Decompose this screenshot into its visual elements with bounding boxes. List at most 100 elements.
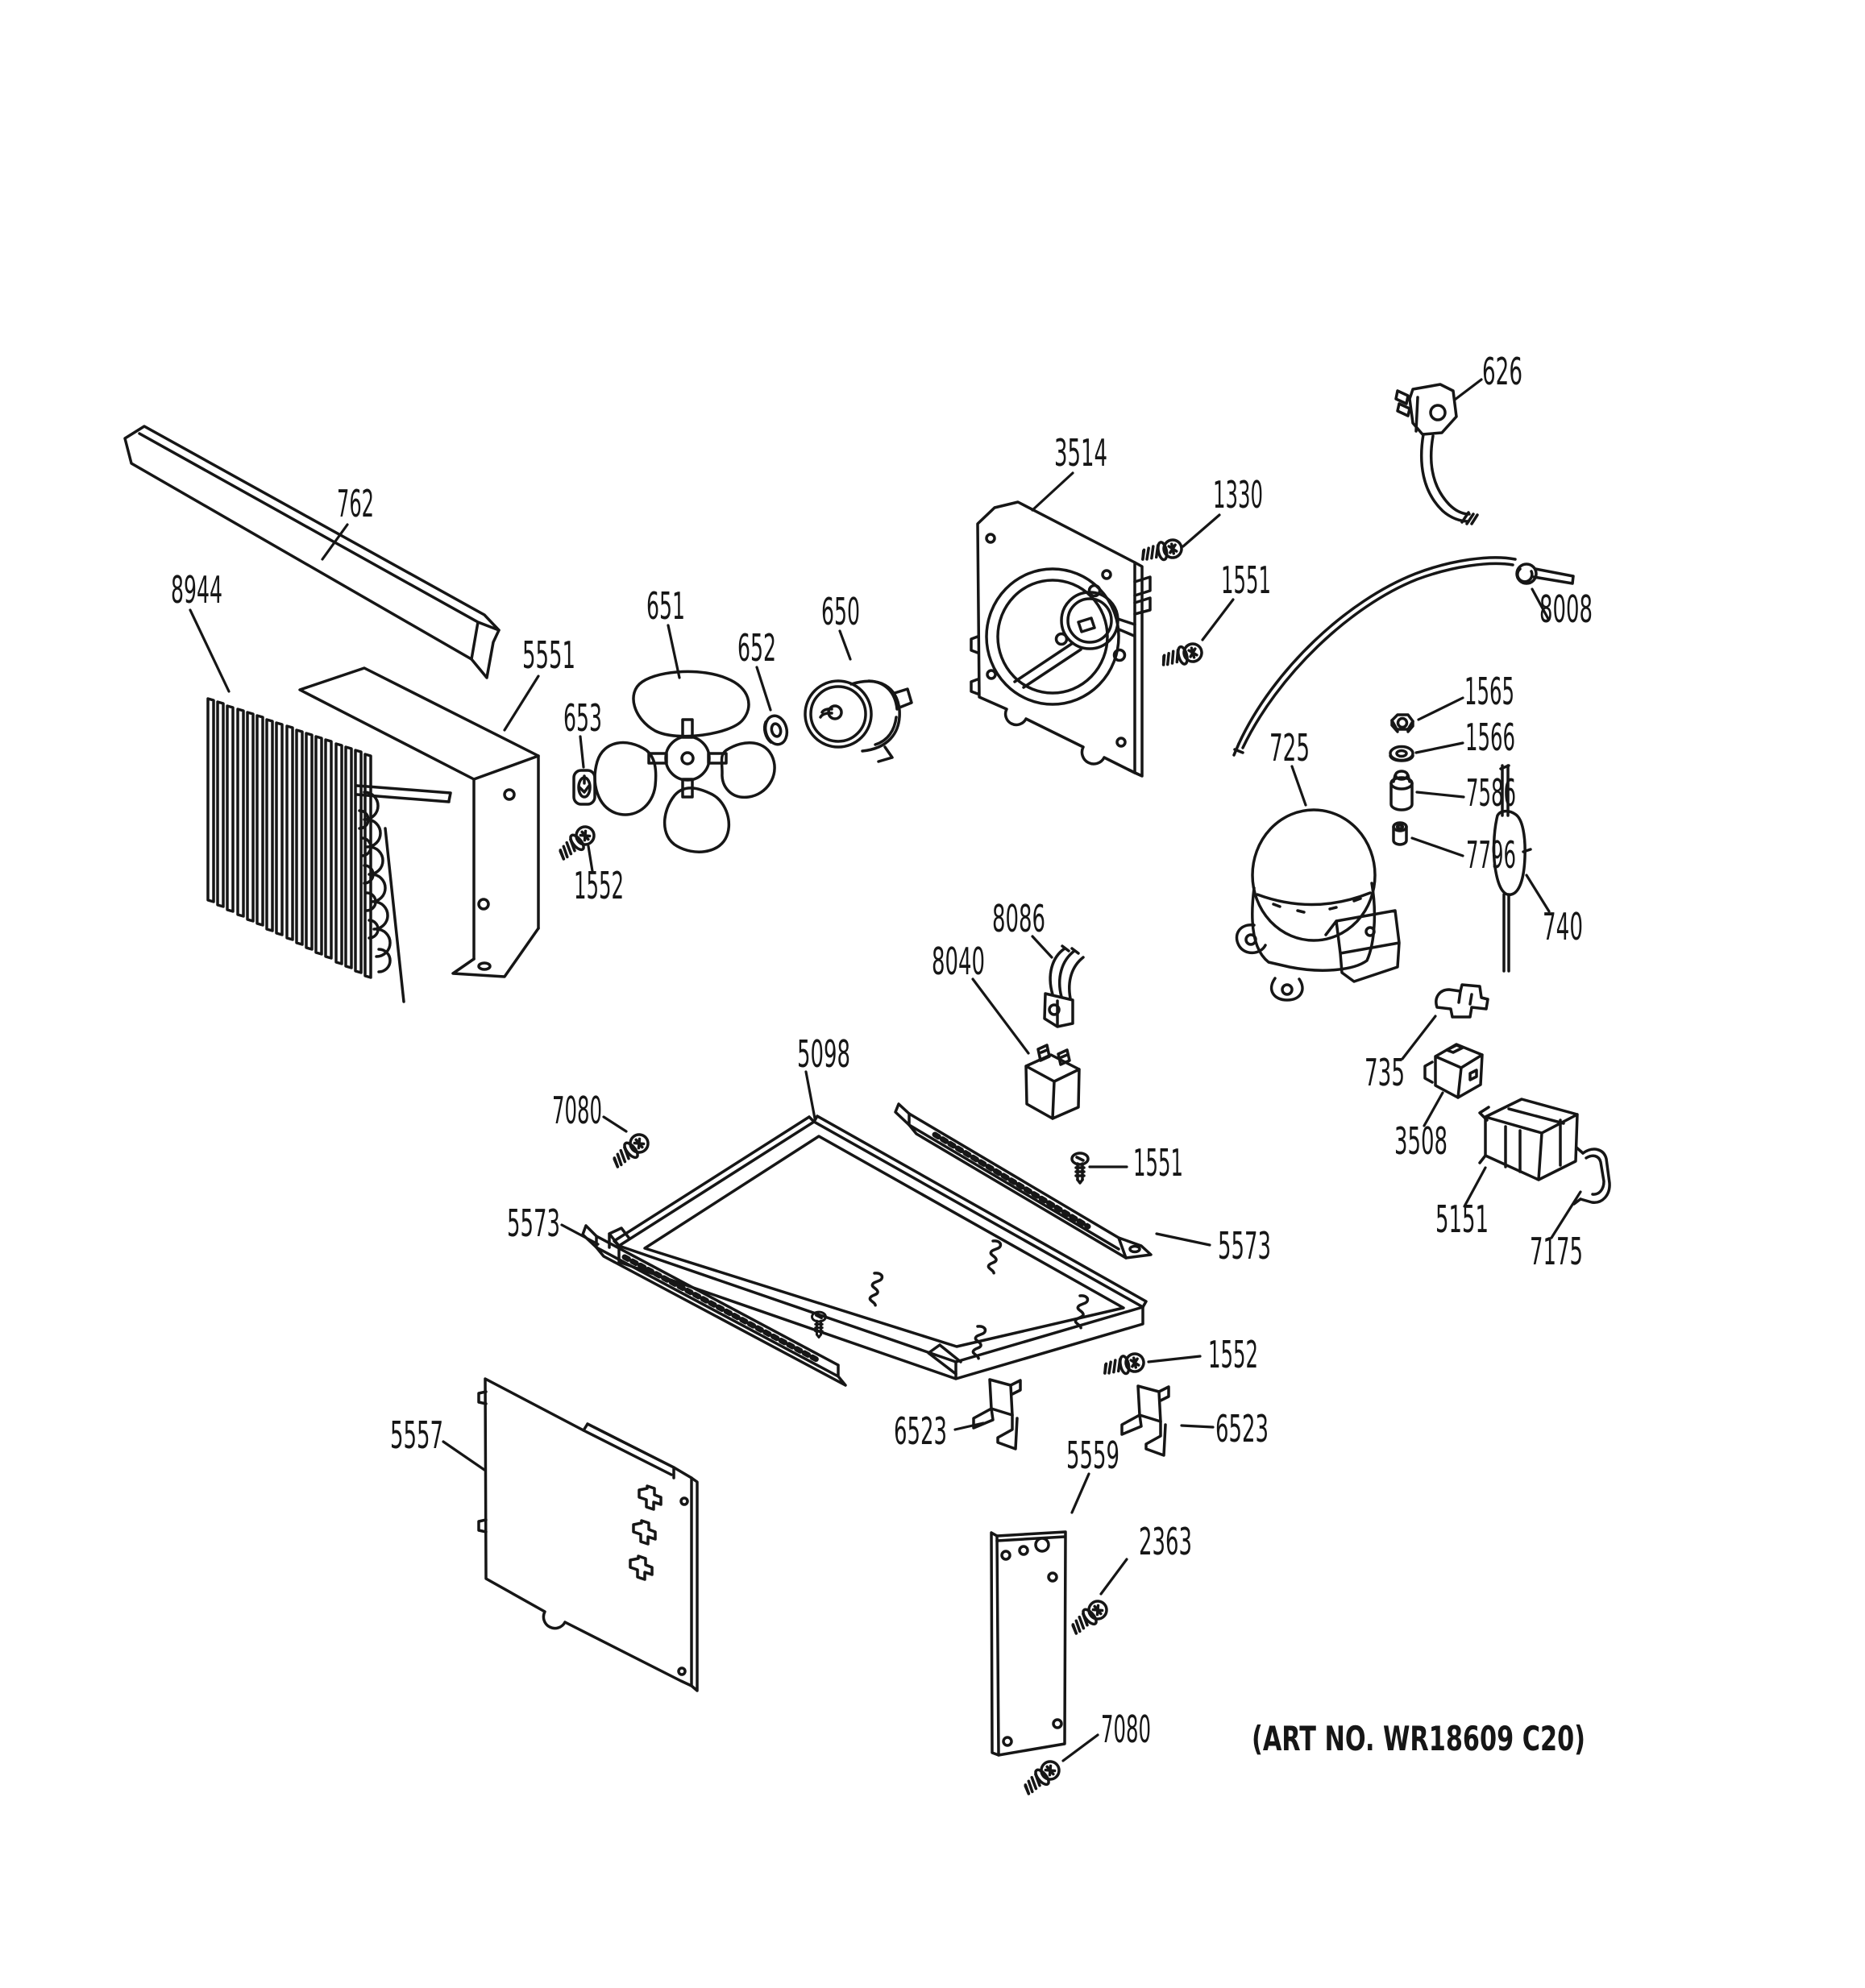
leader-line-3514-8	[1031, 471, 1074, 512]
part-label-7175-22: 7175	[1530, 1230, 1583, 1273]
part-label-1566-14: 1566	[1465, 716, 1515, 759]
leader-line-2363-35	[1099, 1558, 1128, 1596]
bracket-6523-right	[1120, 1384, 1170, 1457]
drain-tube-8008	[1232, 556, 1575, 757]
leader-line-762-0	[321, 523, 349, 561]
leader-line-5573-29	[1155, 1232, 1211, 1247]
leader-line-5151-21	[1463, 1166, 1487, 1208]
leader-line-5551-2	[503, 674, 540, 732]
leader-line-725-17	[1290, 765, 1307, 807]
leader-line-8040-24	[971, 977, 1030, 1055]
part-label-762-0: 762	[337, 482, 374, 525]
condenser-fan-motor-650	[804, 679, 913, 763]
screw-1551-top	[1158, 640, 1206, 671]
leader-line-8008-12	[1531, 587, 1550, 620]
part-label-8086-23: 8086	[992, 897, 1045, 940]
screw-7080-bottom	[1019, 1756, 1065, 1799]
part-label-725-17: 725	[1269, 726, 1310, 770]
leader-line-650-5	[838, 629, 852, 661]
part-label-3514-8: 3514	[1054, 431, 1107, 475]
leader-line-8086-23	[1031, 935, 1053, 959]
sleeve-7796	[1392, 821, 1408, 846]
leader-line-7080-26	[602, 1115, 628, 1133]
screw-1552-right	[1100, 1351, 1147, 1380]
leader-line-1551-10	[1201, 598, 1235, 641]
grommet-7586	[1389, 770, 1414, 811]
nut-1565	[1390, 713, 1414, 733]
relay-3508	[1423, 1043, 1484, 1099]
leader-line-1552-7	[587, 845, 594, 873]
wire-clip-8086	[1043, 944, 1085, 1028]
leader-line-652-4	[755, 666, 772, 712]
rail-5573-left	[581, 1224, 847, 1387]
part-label-1330-9: 1330	[1213, 473, 1263, 517]
part-label-5557-33: 5557	[390, 1413, 443, 1457]
leader-line-7586-15	[1415, 791, 1465, 799]
leader-line-6523-32	[1180, 1424, 1215, 1429]
screw-1330	[1138, 537, 1185, 566]
leader-line-1552-30	[1147, 1355, 1202, 1363]
side-panel-5559	[990, 1530, 1067, 1757]
leader-line-1566-14	[1414, 741, 1464, 754]
leader-line-735-19	[1401, 1015, 1437, 1060]
part-label-735-19: 735	[1364, 1051, 1405, 1094]
part-label-8008-12: 8008	[1539, 587, 1593, 631]
unit-tray-5098	[608, 1114, 1148, 1380]
part-label-1551-27: 1551	[1133, 1141, 1183, 1185]
part-label-1552-7: 1552	[574, 864, 624, 907]
leader-line-3508-20	[1423, 1091, 1444, 1127]
condenser-bracket-5551	[298, 666, 540, 978]
relay-cover-5151	[1478, 1098, 1579, 1181]
leader-lines	[189, 378, 1582, 1762]
condenser-coil-8944	[206, 697, 452, 1003]
clip-735	[1435, 983, 1489, 1019]
leader-line-653-6	[579, 735, 585, 769]
part-label-740-18: 740	[1543, 905, 1583, 948]
part-label-5551-2: 5551	[522, 633, 575, 677]
screw-1551-mid	[1070, 1152, 1090, 1185]
part-label-1551-10: 1551	[1221, 558, 1271, 602]
temperature-switch-626	[1394, 383, 1479, 525]
leader-line-7796-16	[1410, 836, 1464, 857]
part-label-5098-25: 5098	[797, 1032, 850, 1076]
leader-line-6523-31	[953, 1421, 985, 1431]
part-label-5573-29: 5573	[1218, 1224, 1271, 1268]
part-label-5151-21: 5151	[1435, 1197, 1489, 1241]
part-label-8040-24: 8040	[932, 940, 985, 983]
part-label-1565-13: 1565	[1464, 670, 1514, 713]
part-label-7080-26: 7080	[552, 1089, 602, 1132]
leader-line-1330-9	[1182, 513, 1221, 548]
rail-5573-right	[894, 1102, 1153, 1260]
part-label-7796-16: 7796	[1466, 833, 1516, 877]
grommet-653	[572, 769, 596, 806]
part-label-6523-32: 6523	[1215, 1407, 1269, 1451]
access-panel-5557	[477, 1377, 699, 1692]
compressor-725	[1235, 808, 1401, 1002]
screw-7080-top	[608, 1129, 654, 1172]
screw-2363	[1066, 1596, 1112, 1639]
bracket-6523-left	[972, 1378, 1022, 1451]
part-label-626-11: 626	[1482, 350, 1522, 393]
leader-line-1565-13	[1417, 696, 1464, 721]
part-label-8944-1: 8944	[171, 568, 222, 612]
leader-line-651-3	[667, 624, 681, 679]
leader-line-7175-22	[1550, 1190, 1582, 1239]
part-label-652-4: 652	[737, 626, 776, 670]
filter-dryer-740	[1492, 764, 1532, 973]
part-label-5573-28: 5573	[507, 1202, 560, 1245]
fan-shroud-3514	[970, 500, 1152, 778]
leader-line-5098-25	[804, 1070, 816, 1120]
washer-1566	[1389, 745, 1414, 762]
art-number-note: (ART NO. WR18609 C20)	[1252, 1719, 1585, 1758]
part-label-6523-31: 6523	[894, 1409, 947, 1453]
part-label-7080-36: 7080	[1101, 1708, 1151, 1751]
part-label-5559-34: 5559	[1066, 1434, 1119, 1477]
part-label-7586-15: 7586	[1466, 771, 1516, 815]
leader-line-5557-33	[442, 1440, 486, 1471]
retainer-clip-7175	[1572, 1146, 1611, 1206]
leader-line-626-11	[1453, 378, 1483, 401]
leader-line-7080-36	[1061, 1733, 1099, 1762]
part-label-651-3: 651	[646, 584, 685, 628]
